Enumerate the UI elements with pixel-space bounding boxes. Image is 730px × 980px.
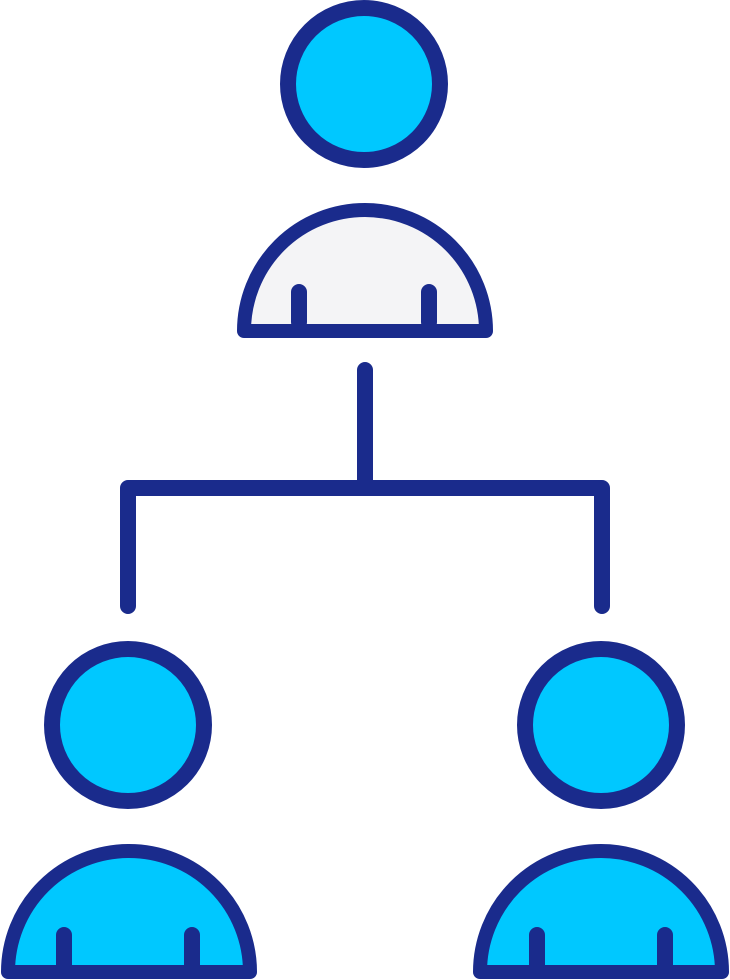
connector-lines [120,362,610,614]
top-person-body [237,203,493,338]
right-person-head [517,641,685,809]
connector-branch [120,480,610,614]
right-person-icon [473,641,729,979]
left-person-head [44,641,212,809]
left-person-body [1,844,257,979]
left-person-icon [1,641,257,979]
top-person-head [280,0,448,168]
top-person-icon [237,0,493,338]
right-person-body [473,844,729,979]
